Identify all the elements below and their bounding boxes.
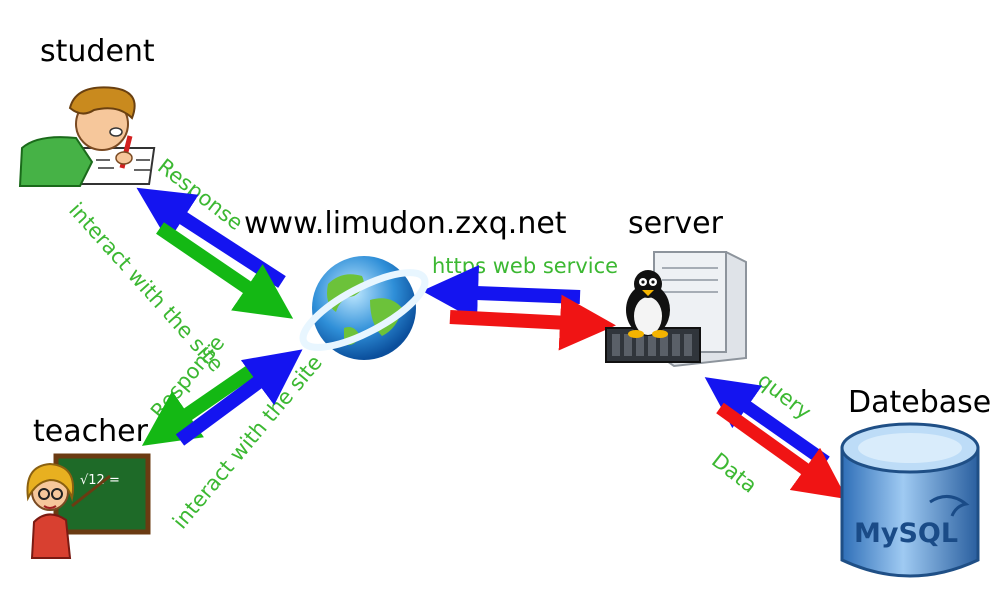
student-icon bbox=[18, 86, 156, 187]
student-request-arrow bbox=[156, 222, 294, 319]
database-label: Datebase bbox=[848, 385, 992, 420]
server-icon bbox=[605, 251, 747, 368]
data-arrow bbox=[716, 402, 848, 500]
teacher-icon: √12 = bbox=[26, 453, 151, 559]
student-label: student bbox=[40, 34, 155, 69]
database-icon: MySQL bbox=[840, 422, 980, 578]
server-response-arrow bbox=[422, 265, 581, 322]
globe-icon bbox=[299, 256, 429, 360]
website-label: www.limudon.zxq.net bbox=[244, 206, 567, 241]
mysql-logo: MySQL bbox=[854, 518, 958, 549]
web-request-arrow bbox=[449, 294, 616, 351]
server-label: server bbox=[628, 206, 723, 241]
teacher-label: teacher bbox=[33, 414, 148, 449]
teacher-request-arrow bbox=[175, 349, 303, 446]
